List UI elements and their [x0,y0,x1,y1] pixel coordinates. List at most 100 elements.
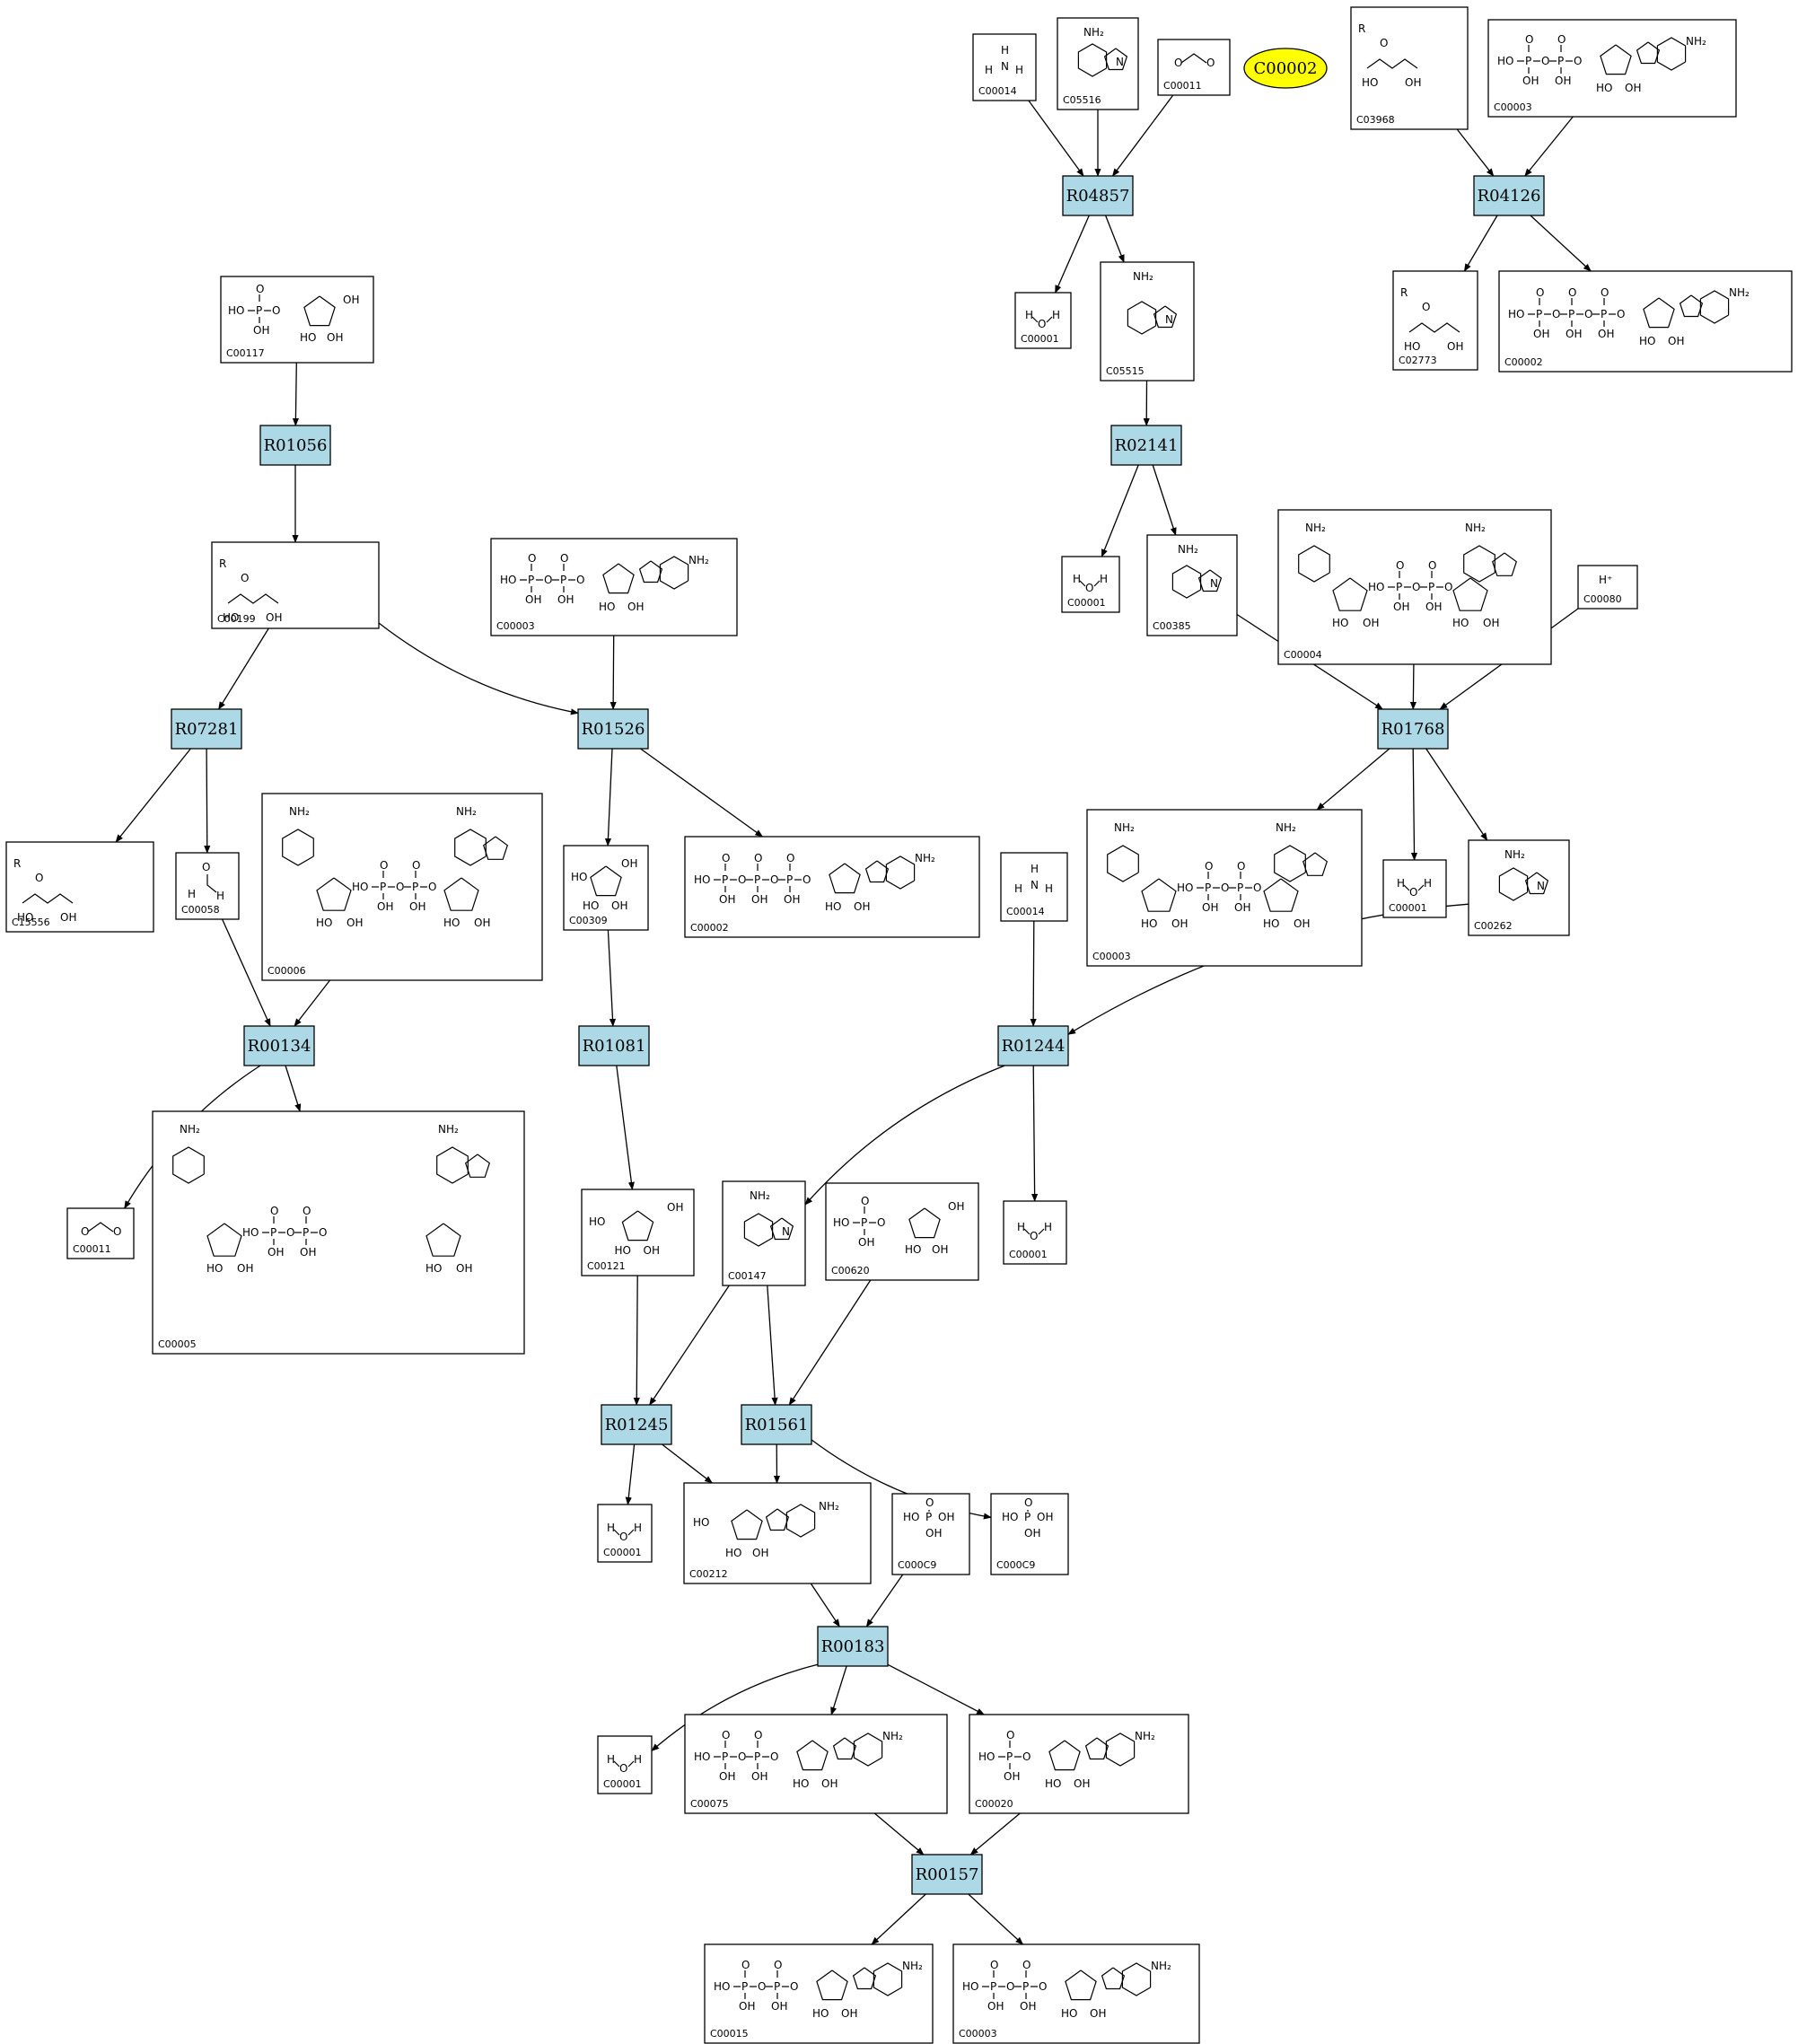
reaction-r07281[interactable]: R07281 [171,708,242,750]
atom-label: P [560,574,566,586]
edge-c00199-r07281 [218,627,269,710]
compound-c00080[interactable]: H⁺C00080 [1577,565,1638,610]
atom-label: R [219,557,226,570]
bond [602,563,635,594]
atom-label: HO [1508,308,1524,320]
atom-label: NH₂ [180,1123,200,1136]
atom-label: P [1525,55,1531,67]
atom-label: HO [223,611,239,624]
reaction-r01244[interactable]: R01244 [997,1025,1069,1066]
bond [1077,43,1108,77]
atom-label: OH [1522,75,1539,87]
reaction-box [259,425,331,466]
reaction-r04857[interactable]: R04857 [1062,175,1134,216]
highlight-node[interactable]: C00002 [1243,48,1328,89]
atom-label: OH [751,1770,767,1783]
bond [482,836,509,860]
edge-r01526-c00309 [604,748,613,847]
reaction-r00183[interactable]: R00183 [817,1626,889,1667]
reaction-r02141[interactable]: R02141 [1110,425,1182,466]
atom-label: O [758,1980,766,1993]
atom-label: O [1552,308,1560,320]
reaction-r01526[interactable]: R01526 [577,708,649,750]
bond [627,1529,635,1536]
atom-label: OH [1625,82,1641,94]
bond [1463,545,1495,583]
reaction-r00157[interactable]: R00157 [911,1854,983,1895]
reaction-r01561[interactable]: R01561 [741,1404,812,1445]
reaction-r01056[interactable]: R01056 [259,425,331,466]
compound-box [722,1180,806,1286]
atom-label: NH₂ [1465,522,1486,534]
atom-label: OH [644,1244,660,1257]
atom-label: O [256,283,264,295]
atom-label: OH [525,593,541,606]
bond [1524,872,1549,895]
bond [1366,58,1418,69]
reaction-r00134[interactable]: R00134 [243,1025,315,1066]
structure-water: HOH [607,1753,642,1775]
compound-label: C00002 [690,922,729,934]
compound-label: C00006 [268,965,306,977]
reaction-r01245[interactable]: R01245 [601,1404,672,1445]
compound-box [891,1493,970,1575]
reaction-r01768[interactable]: R01768 [1377,708,1449,750]
atom-label: OH [1483,617,1499,629]
atom-label: OH [667,1201,683,1214]
compound-label: C15556 [12,917,50,928]
reaction-r04126[interactable]: R04126 [1473,175,1545,216]
compound-box [597,1735,653,1794]
atom-label: OH [938,1511,954,1523]
atom-label: P [754,873,760,886]
bond [832,1737,857,1760]
edge-c00058-r00134 [222,918,271,1027]
atom-label: H [1017,1221,1025,1233]
reaction-r01081[interactable]: R01081 [578,1025,650,1066]
edge-c00121-r01245 [633,1275,640,1406]
atom-label: O [990,1959,998,1971]
atom-label: HO [1332,617,1348,629]
compound-box [825,1182,979,1281]
